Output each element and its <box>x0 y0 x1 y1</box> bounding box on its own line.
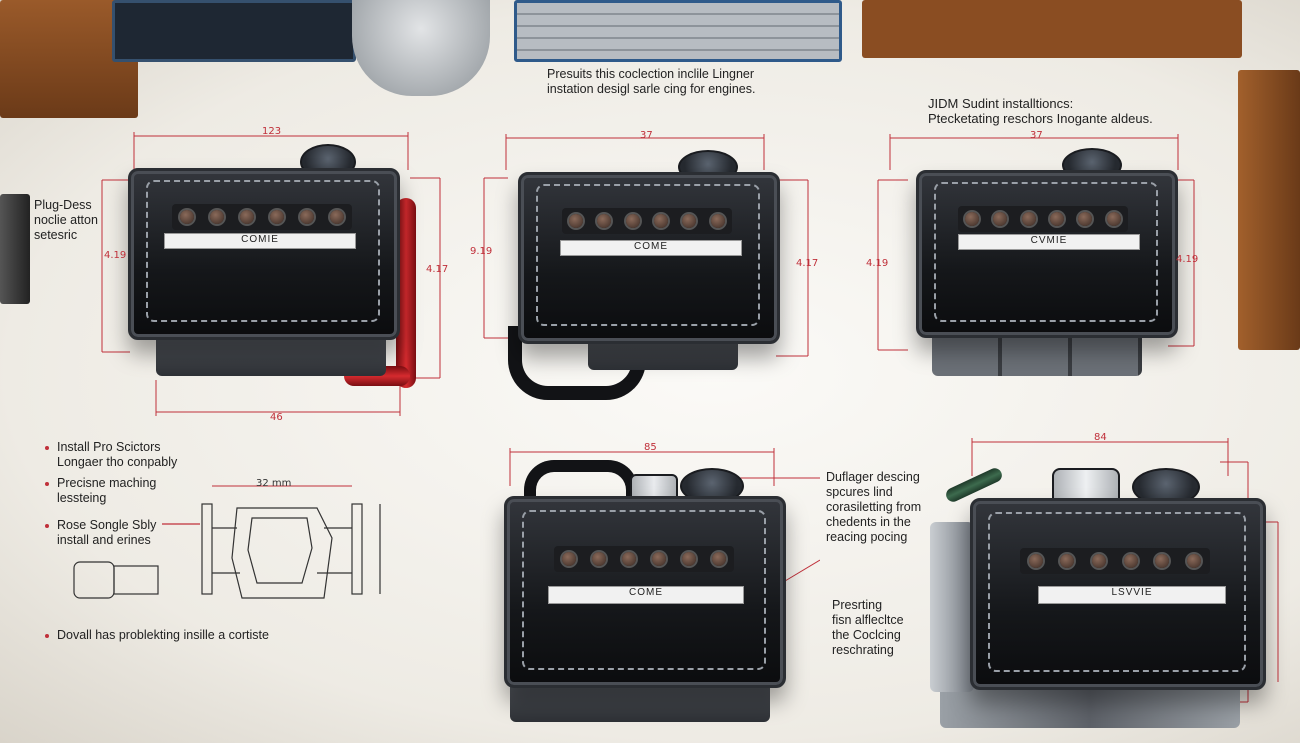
engine-sketch-diagram <box>73 485 381 599</box>
dimension-right: 4.17 <box>796 258 819 269</box>
header-note: Presuits this coclection inclile Lingner… <box>547 67 756 96</box>
bullet-item: Rose Songle Sbly install and erines <box>57 518 157 547</box>
right-note-2: Presrting fisn alflecltce the Coclcing r… <box>832 598 904 657</box>
dimension-top: 123 <box>262 126 282 137</box>
valve-cover-frame <box>934 182 1158 322</box>
machine-left-edge <box>0 194 30 304</box>
dimension-bottom: 46 <box>270 412 283 423</box>
engine-plate-label: COMIE <box>241 234 279 245</box>
left-note: Plug-Dess noclie atton setesric <box>34 198 98 242</box>
dimension-lines <box>101 132 441 416</box>
engine-plate: CVMIE <box>958 234 1140 250</box>
server-rack-top <box>112 0 356 62</box>
engine-plate-label: COME <box>634 241 668 252</box>
right-note-1: Duflager descing spcures lind corasilett… <box>826 470 922 544</box>
dimension-top: 37 <box>1030 130 1043 141</box>
engine-plate: COMIE <box>164 233 356 249</box>
valve-row <box>554 546 734 572</box>
engine-1: COMIE <box>100 130 450 420</box>
valve-row <box>958 206 1128 232</box>
valve-cover-frame <box>146 180 380 322</box>
dimension-right: 4.19 <box>1176 254 1199 265</box>
bullet-item: Install Pro Scictors Longaer tho conpabl… <box>57 440 178 469</box>
engine-5: LSVVIE <box>930 432 1290 742</box>
tool-cabinet-top <box>514 0 842 62</box>
bullet-item: Precisne maching lessteing <box>57 476 157 505</box>
wooden-bench-top-right <box>862 0 1242 58</box>
engine-plate: COME <box>548 586 744 604</box>
dimension-top: 37 <box>640 130 653 141</box>
bullet-marker <box>45 524 49 528</box>
valve-cover-frame <box>522 510 766 670</box>
valve-cover-frame <box>536 184 760 326</box>
cylinder-head <box>128 168 400 340</box>
dimension-left: 4.19 <box>866 258 889 269</box>
wooden-shelf-right <box>1238 70 1300 350</box>
bullet-marker <box>45 446 49 450</box>
dimension-top: 85 <box>644 442 657 453</box>
valve-cover-frame <box>988 512 1246 672</box>
dimension-left: 9.19 <box>470 246 493 257</box>
valve-row <box>172 204 352 230</box>
dimension-lines <box>483 134 809 357</box>
bullet-item: Dovall has problekting insille a cortist… <box>57 628 269 642</box>
red-intake-pipe <box>396 198 416 388</box>
sketch-dimension-label: 32 mm <box>256 478 292 489</box>
valve-row <box>562 208 732 234</box>
engine-plate: COME <box>560 240 742 256</box>
dimension-left: 4.19 <box>104 250 127 261</box>
top-right-note: JIDM Sudint installtioncs: Ptecketating … <box>928 96 1153 126</box>
engine-4: COME <box>490 440 820 740</box>
cylinder-head <box>916 170 1178 338</box>
engine-plate-label: LSVVIE <box>1111 587 1153 598</box>
engine-plate: LSVVIE <box>1038 586 1226 604</box>
engine-plate-label: CVMIE <box>1030 235 1068 246</box>
bullet-marker <box>45 634 49 638</box>
dimension-right: 4.17 <box>426 264 449 275</box>
valve-row <box>1020 548 1210 574</box>
drum-container <box>352 0 490 96</box>
engine-plate-label: COME <box>629 587 663 598</box>
engine-3: CVMIE <box>868 130 1208 390</box>
dimension-lines <box>877 134 1195 351</box>
cylinder-head <box>518 172 780 344</box>
alternator <box>930 522 974 692</box>
bullet-marker <box>45 482 49 486</box>
dimension-top: 84 <box>1094 432 1107 443</box>
engine-2: COME <box>478 130 818 400</box>
